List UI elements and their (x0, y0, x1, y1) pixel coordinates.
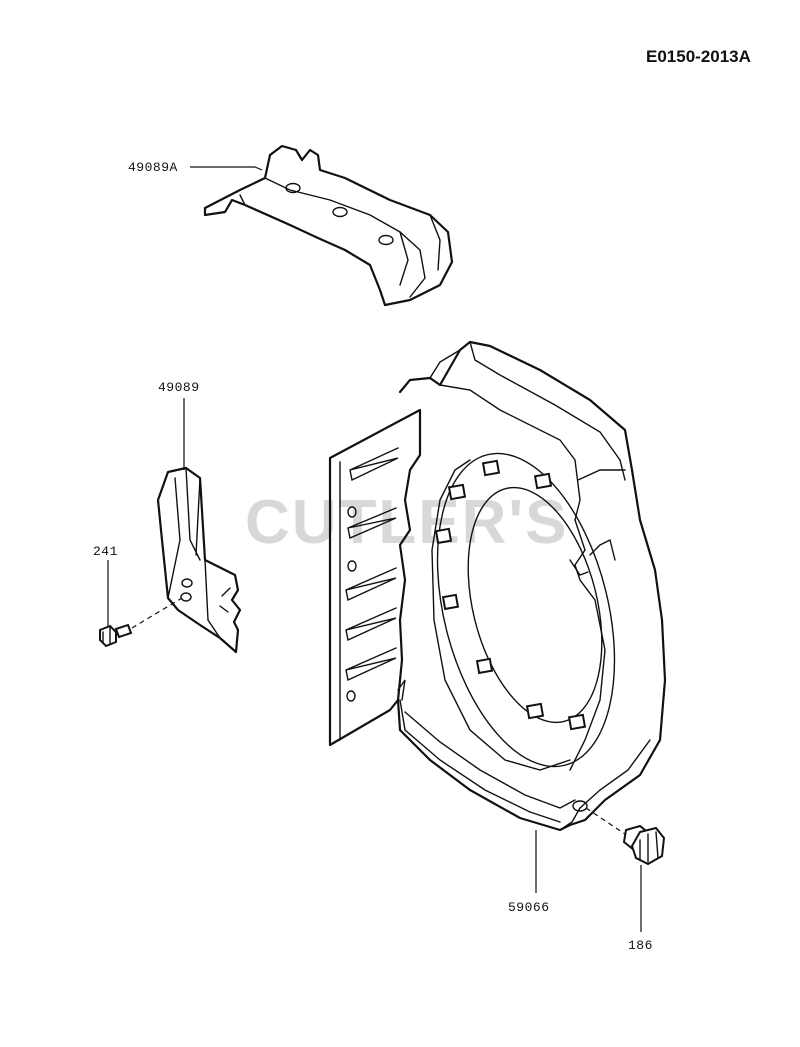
part-49089-side-plate[interactable] (156, 466, 242, 654)
label-241: 241 (93, 544, 118, 559)
diagram-code: E0150-2013A (646, 47, 751, 66)
leader-49089A (190, 166, 263, 171)
ring-tab-group (434, 459, 587, 731)
part-59066-fan-housing[interactable] (328, 340, 667, 832)
part-241-bolt[interactable] (99, 623, 133, 648)
part-186-bolt[interactable] (622, 824, 666, 866)
label-186: 186 (628, 938, 653, 953)
label-49089: 49089 (158, 380, 200, 395)
part-49089A-bracket[interactable] (203, 144, 454, 307)
dash-line-241 (131, 597, 183, 629)
label-59066: 59066 (508, 900, 550, 915)
label-49089A: 49089A (128, 160, 178, 175)
watermark: CUTLER'S (245, 488, 569, 557)
